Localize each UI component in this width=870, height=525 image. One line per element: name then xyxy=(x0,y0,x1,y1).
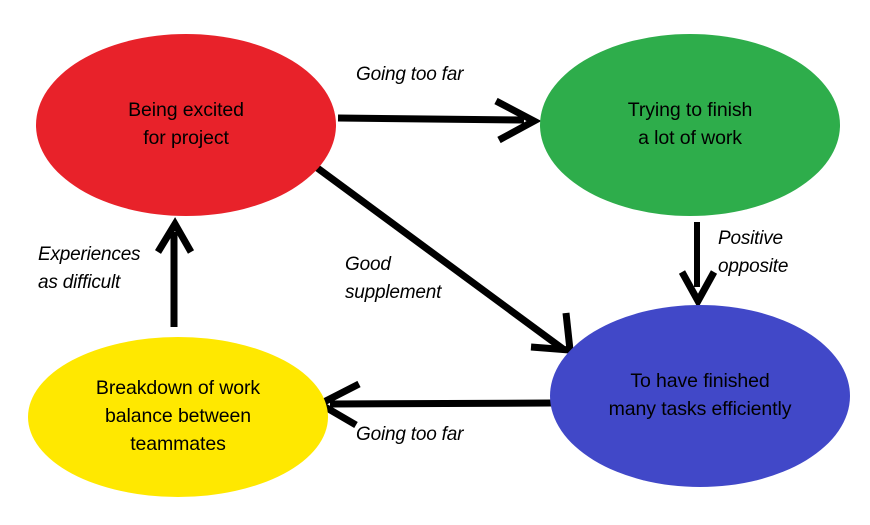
edge-label-red-to-green: Going too far xyxy=(356,64,464,85)
node-label: To have finished many tasks efficiently xyxy=(608,370,792,420)
node-label: Being excited for project xyxy=(128,99,244,149)
node-label: Breakdown of work balance between teamma… xyxy=(95,377,261,455)
node-being-excited-for-project[interactable]: Being excited for project xyxy=(36,34,336,216)
edge-yellow-to-red xyxy=(155,217,195,327)
edge-blue-to-yellow xyxy=(312,380,552,429)
node-label: Trying to finish a lot of work xyxy=(627,99,753,149)
edge-green-to-blue xyxy=(678,222,718,309)
edge-label-green-to-blue: Positive opposite xyxy=(718,228,789,277)
node-breakdown-of-work-balance-between-teammates[interactable]: Breakdown of work balance between teamma… xyxy=(28,337,328,497)
edge-label-blue-to-yellow: Going too far xyxy=(356,424,464,445)
node-to-have-finished-many-tasks-efficiently[interactable]: To have finished many tasks efficiently xyxy=(550,305,850,487)
edge-red-to-green xyxy=(337,97,542,144)
node-trying-to-finish-a-lot-of-work[interactable]: Trying to finish a lot of work xyxy=(540,34,840,216)
edge-label-red-to-blue: Good supplement xyxy=(345,254,442,303)
edge-label-yellow-to-red: Experiences as difficult xyxy=(38,244,141,293)
